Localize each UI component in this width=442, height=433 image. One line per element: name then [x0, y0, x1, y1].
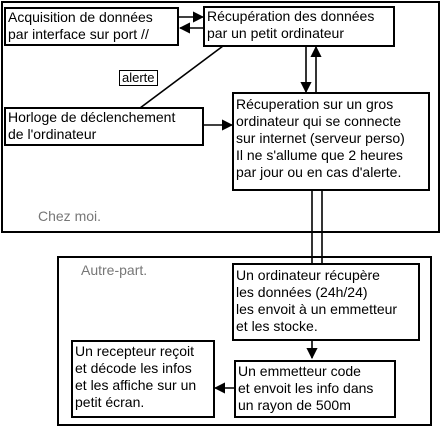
horloge-line-2: de l'ordinateur: [8, 126, 97, 142]
home-region: Chez moi.: [1, 1, 440, 233]
recepteur-box: Un recepteur reçoit et décode les infos …: [71, 340, 215, 418]
ordinateur-remote-box: Un ordinateur récupère les données (24h/…: [232, 263, 420, 341]
recuperation-petit-line-1: Récupération des données: [207, 8, 375, 24]
horloge-box: Horloge de déclenchement de l'ordinateur: [4, 107, 204, 146]
acquisition-line-1: Acquisition de données: [8, 9, 153, 25]
emmetteur-line-2: et envoit les info dans: [238, 380, 374, 396]
horloge-line-1: Horloge de déclenchement: [8, 109, 176, 125]
ordinateur-remote-line-2: les données (24h/24): [236, 284, 368, 300]
recepteur-line-1: Un recepteur reçoit: [75, 343, 195, 359]
home-region-label: Chez moi.: [38, 208, 102, 224]
emmetteur-line-1: Un emmetteur code: [238, 363, 361, 379]
recepteur-line-3: et les affiche sur un: [75, 377, 197, 393]
recuperation-gros-box: Récuperation sur un gros ordinateur qui …: [232, 92, 430, 191]
remote-region: Autre-part.: [57, 256, 432, 426]
recepteur-line-4: petit écran.: [75, 394, 145, 410]
acquisition-box: Acquisition de données par interface sur…: [4, 7, 179, 46]
acquisition-line-2: par interface sur port //: [8, 26, 149, 42]
recuperation-petit-box: Récupération des données par un petit or…: [203, 6, 395, 47]
ordinateur-remote-line-3: les envoit à un emmetteur: [236, 301, 398, 317]
recepteur-line-2: et décode les infos: [75, 360, 192, 376]
emmetteur-line-3: un rayon de 500m: [238, 397, 351, 413]
recuperation-gros-line-3: sur internet (serveur perso): [236, 130, 405, 146]
ordinateur-remote-line-1: Un ordinateur récupère: [236, 267, 380, 283]
recuperation-gros-line-5: par jour ou en cas d'alerte.: [236, 164, 402, 180]
remote-region-label: Autre-part.: [81, 262, 148, 278]
recuperation-gros-line-4: Il ne s'allume que 2 heures: [236, 147, 403, 163]
recuperation-petit-line-2: par un petit ordinateur: [207, 25, 344, 41]
emmetteur-box: Un emmetteur code et envoit les info dan…: [234, 360, 396, 418]
recuperation-gros-line-1: Récuperation sur un gros: [236, 96, 394, 112]
recuperation-gros-line-2: ordinateur qui se connecte: [236, 113, 401, 129]
ordinateur-remote-line-4: et les stocke.: [236, 318, 318, 334]
alert-label: alerte: [119, 70, 158, 86]
